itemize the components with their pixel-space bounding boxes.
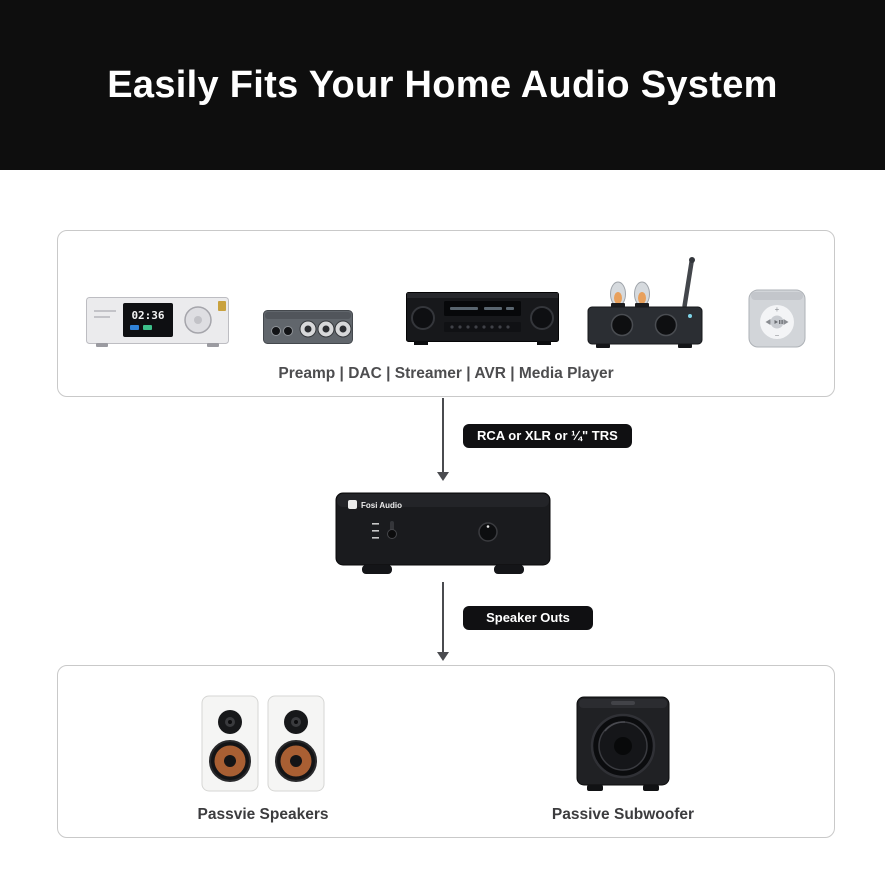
vacuum-tube-icon — [634, 281, 650, 308]
down-arrow-line-output — [442, 582, 444, 652]
output-devices-box: Passvie Speakers Passive Subwoofer — [57, 665, 835, 838]
vacuum-tube-icon — [610, 281, 626, 308]
bookshelf-speaker-right-icon — [267, 695, 325, 792]
speakers-caption: Passvie Speakers — [197, 806, 329, 823]
media-player-icon: + − — [748, 289, 806, 348]
avr-icon — [406, 292, 559, 345]
amplifier-brand-text: Fosi Audio — [361, 501, 402, 510]
avr-image — [406, 290, 559, 348]
down-arrow-icon-input — [437, 472, 449, 481]
page-title: Easily Fits Your Home Audio System — [107, 63, 778, 106]
source-devices-box: 02:36 — [57, 230, 835, 397]
antenna-icon — [682, 257, 695, 309]
preamp-display-text: 02:36 — [131, 309, 164, 322]
sources-caption: Preamp | DAC | Streamer | AVR | Media Pl… — [278, 365, 614, 382]
bookshelf-speaker-left-icon — [201, 695, 259, 792]
amplifier-image: Fosi Audio — [328, 485, 558, 580]
media-player-image: + − — [748, 289, 806, 349]
subwoofer-icon — [575, 689, 671, 795]
tube-amp-image — [586, 254, 706, 349]
dac-icon — [263, 310, 353, 344]
input-connection-badge: RCA or XLR or ¼" TRS — [463, 424, 632, 448]
tube-amp-icon — [587, 257, 703, 348]
speaker-outs-badge: Speaker Outs — [463, 606, 593, 630]
dac-image — [263, 306, 353, 348]
down-arrow-line-input — [442, 398, 444, 472]
svg-text:−: − — [775, 331, 780, 340]
preamp-icon: 02:36 — [86, 297, 229, 347]
preamp-image: 02:36 — [86, 294, 229, 350]
header-banner: Easily Fits Your Home Audio System — [0, 0, 885, 170]
down-arrow-icon-output — [437, 652, 449, 661]
amplifier-icon: Fosi Audio — [335, 492, 551, 574]
subwoofer-caption: Passive Subwoofer — [551, 806, 695, 823]
svg-text:+: + — [775, 305, 780, 314]
